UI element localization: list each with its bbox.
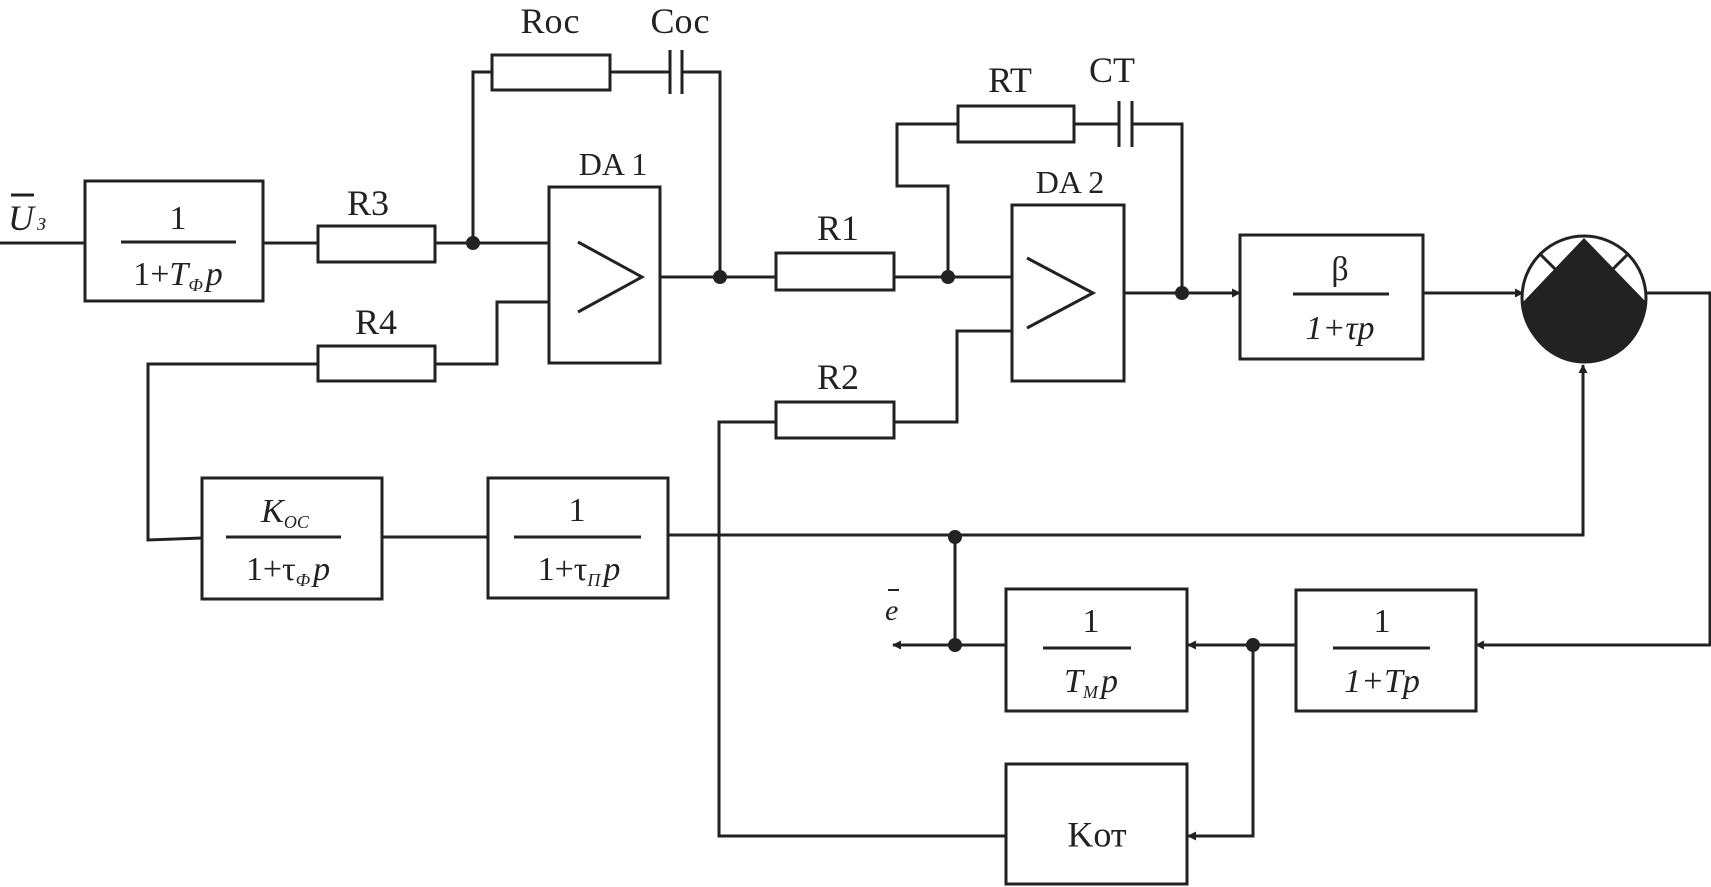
k-ot-label: Kот: [1067, 814, 1127, 854]
armature-denominator: 1+Tp: [1344, 663, 1420, 700]
block-armature: [1294, 588, 1478, 713]
k-oc-denominator: 1+τФp: [246, 551, 330, 590]
filter-numerator: 1: [170, 200, 187, 237]
junction-dot: [713, 270, 727, 284]
block-k-ot: [1004, 762, 1189, 886]
label-da2: DA 2: [1036, 164, 1104, 200]
opamp-da1: [547, 185, 662, 365]
junction-dot: [1175, 286, 1189, 300]
label-r2: R2: [817, 357, 859, 397]
summing-junction: [1520, 234, 1648, 364]
filter-denominator: 1+TФp: [133, 256, 223, 295]
label-r-oc: Rос: [521, 1, 580, 41]
output-signal-label: e: [885, 594, 898, 627]
label-r4: R4: [355, 302, 397, 342]
capacitor-coc: [668, 50, 684, 94]
label-da1: DA 1: [579, 146, 647, 182]
motor-int-denominator: TМp: [1064, 663, 1118, 702]
junction-dot: [948, 530, 962, 544]
label-c-t: CT: [1089, 50, 1135, 90]
label-r1: R1: [817, 208, 859, 248]
opamp-da2: [1010, 203, 1126, 383]
sensor-numerator: 1: [569, 492, 586, 529]
capacitor-ct: [1117, 101, 1134, 147]
junction-dot: [1246, 638, 1260, 652]
beta-numerator: β: [1331, 251, 1348, 288]
junction-dot: [941, 270, 955, 284]
label-r-t: RT: [988, 60, 1032, 100]
resistor-r1: [774, 251, 896, 292]
resistor-rt: [956, 104, 1076, 144]
junction-dots: [466, 236, 1260, 652]
block-motor-integrator: [1004, 587, 1189, 713]
armature-numerator: 1: [1374, 603, 1391, 640]
junction-dot: [466, 236, 480, 250]
junction-dot: [948, 638, 962, 652]
resistor-roc: [490, 53, 612, 92]
label-c-oc: Cос: [651, 1, 710, 41]
resistor-r2: [774, 400, 896, 440]
motor-int-numerator: 1: [1083, 603, 1100, 640]
label-r3: R3: [347, 183, 389, 223]
k-oc-numerator: KOC: [260, 493, 310, 532]
block-beta: [1238, 233, 1425, 361]
sensor-denominator: 1+τПp: [538, 551, 621, 590]
resistor-r3: [316, 224, 437, 264]
beta-denominator: 1+τp: [1305, 310, 1374, 347]
resistor-r4: [316, 344, 437, 383]
